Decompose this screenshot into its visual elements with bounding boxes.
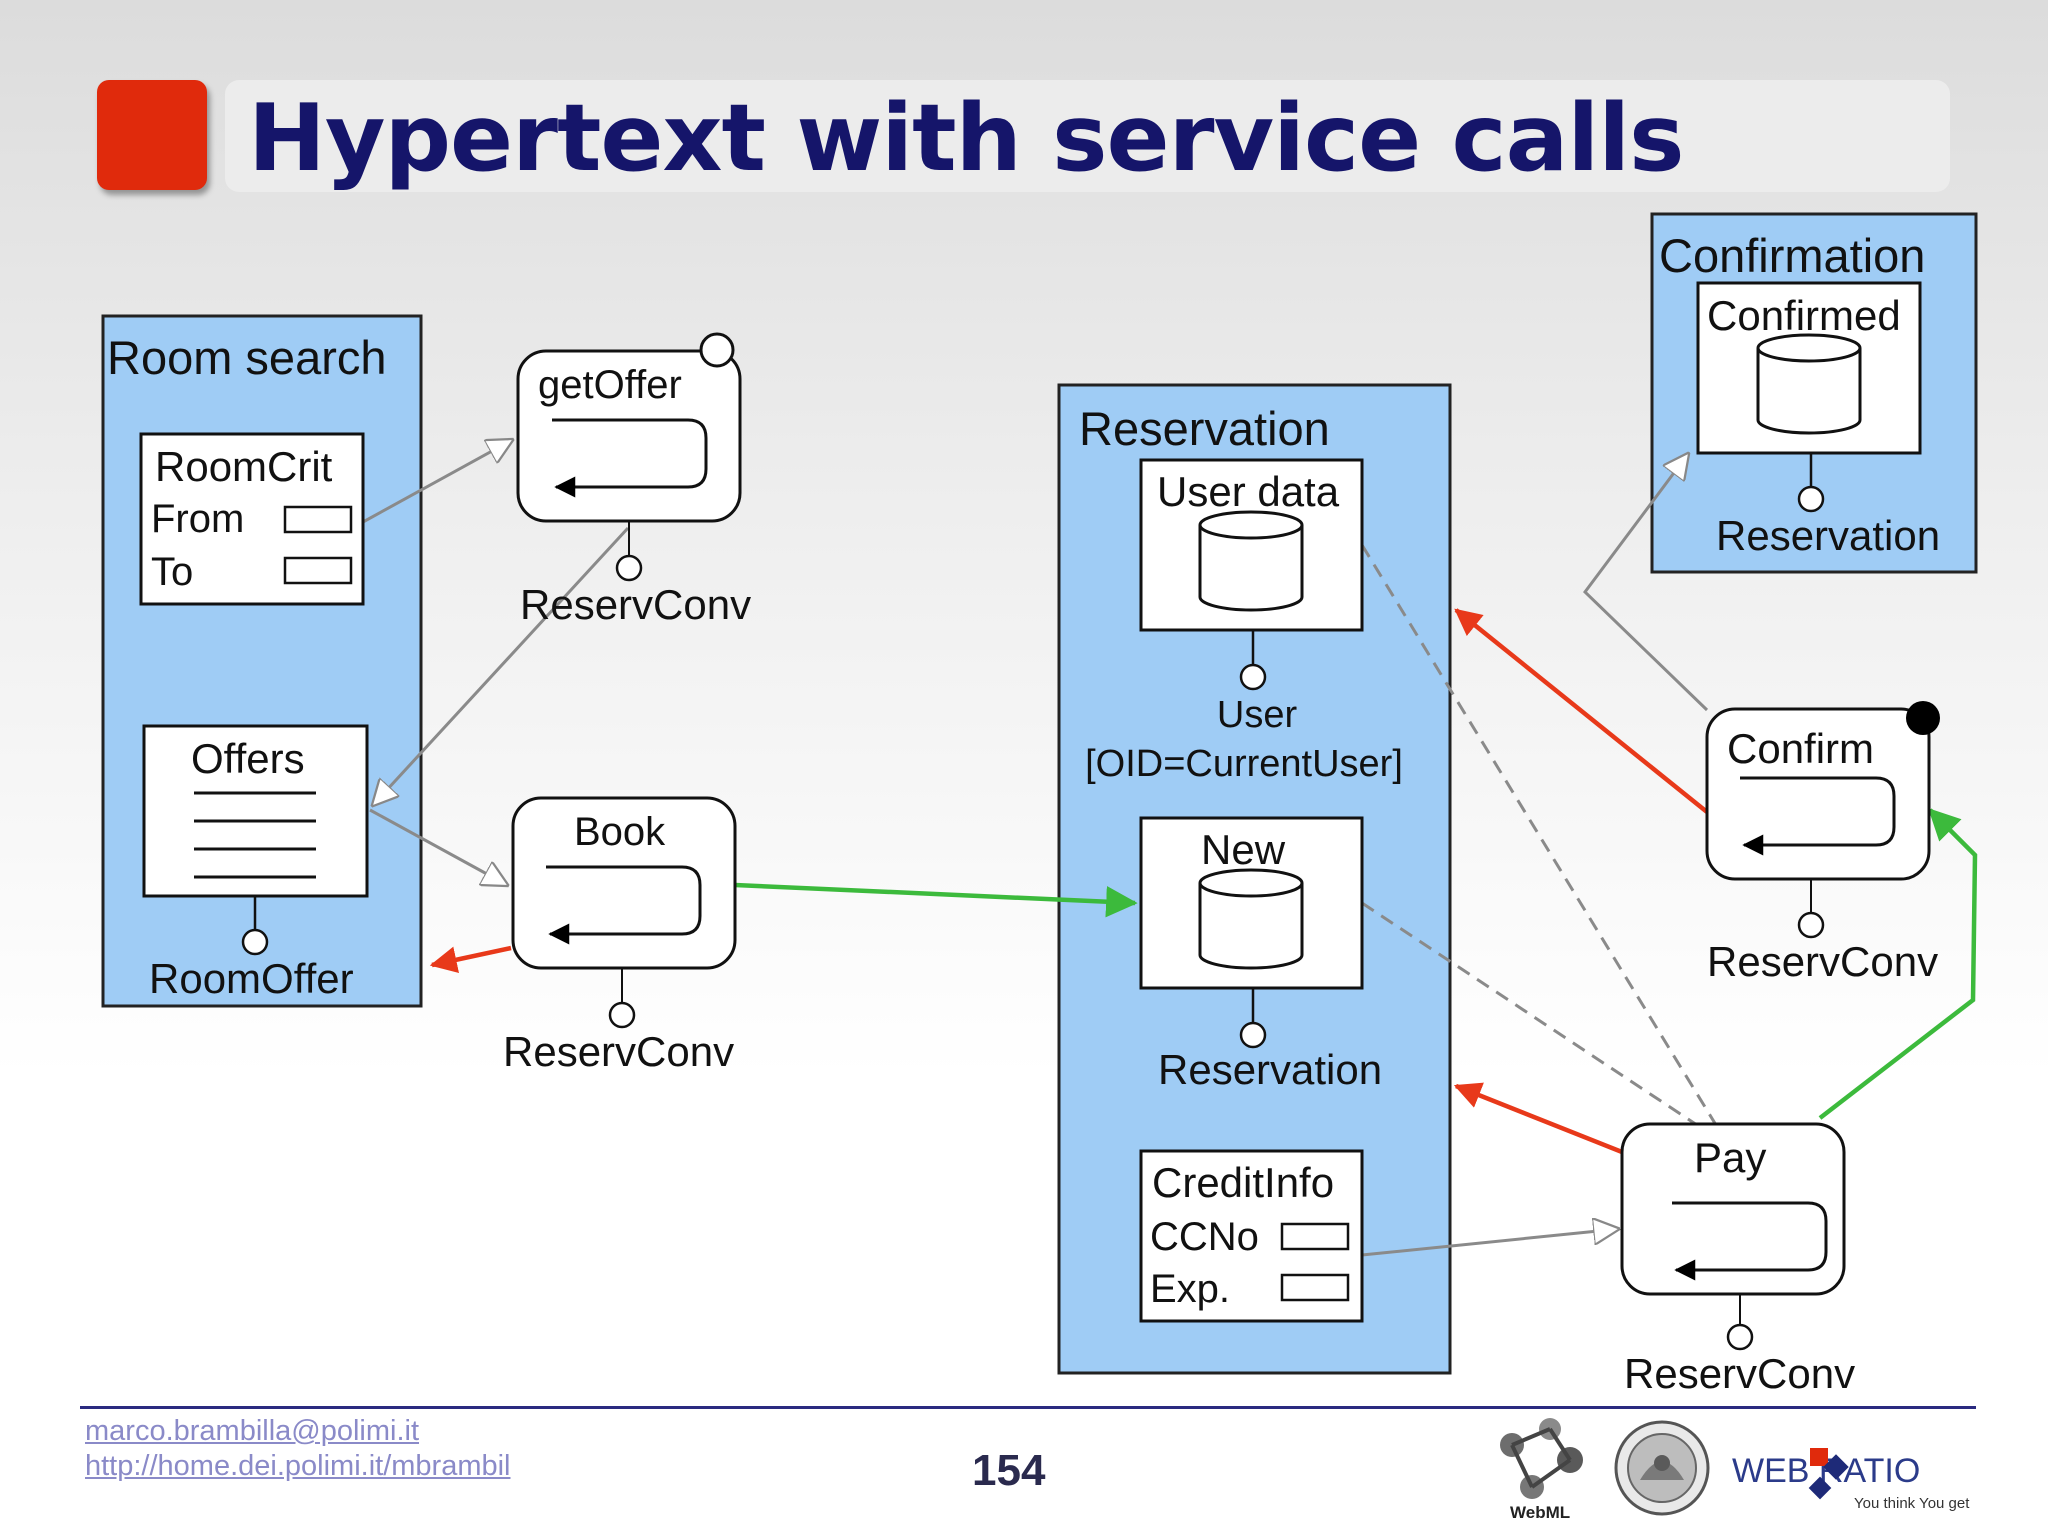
operation-pay: Pay ReservConv bbox=[1620, 1122, 1855, 1397]
link-roomcrit-getoffer bbox=[362, 440, 512, 524]
webratio-logo-icon: WEB RATIO You think You get bbox=[1732, 1448, 1970, 1512]
link-creditinfo-pay bbox=[1361, 1229, 1618, 1257]
confirm-title: Confirm bbox=[1727, 725, 1874, 772]
data-cylinder-icon bbox=[1198, 510, 1304, 612]
unit-user-data: User data User [OID=CurrentUser] bbox=[1085, 458, 1403, 785]
entity-port-icon bbox=[1239, 663, 1267, 691]
entity-port-icon bbox=[615, 554, 643, 582]
entity-port-icon bbox=[608, 1001, 636, 1029]
ccno-field-box bbox=[1280, 1222, 1350, 1251]
entity-port-icon bbox=[1726, 1323, 1754, 1351]
page-reservation-label: Reservation bbox=[1079, 402, 1330, 455]
webratio-tagline: You think You get bbox=[1854, 1495, 1970, 1512]
creditinfo-field-exp: Exp. bbox=[1150, 1267, 1230, 1311]
pay-title: Pay bbox=[1694, 1134, 1766, 1181]
ko-link-book-roomsearch bbox=[429, 945, 512, 973]
exp-field-box bbox=[1280, 1273, 1350, 1302]
pay-entity: ReservConv bbox=[1624, 1350, 1855, 1397]
getoffer-title: getOffer bbox=[538, 363, 682, 407]
creditinfo-title: CreditInfo bbox=[1152, 1159, 1334, 1206]
creditinfo-field-ccno: CCNo bbox=[1150, 1215, 1259, 1259]
user-data-selector: [OID=CurrentUser] bbox=[1085, 743, 1403, 785]
slide-title: Hypertext with service calls bbox=[248, 84, 1685, 192]
webml-logo-icon: WebML bbox=[1500, 1418, 1583, 1522]
polimi-seal-logo bbox=[1612, 1418, 1712, 1518]
service-call-port-icon bbox=[699, 332, 735, 368]
page-confirmation-label: Confirmation bbox=[1659, 229, 1925, 282]
data-cylinder-icon bbox=[1756, 333, 1862, 435]
link-getoffer-offers bbox=[373, 526, 630, 805]
unit-offers: Offers RoomOffer bbox=[142, 724, 369, 1002]
unit-roomcrit: RoomCrit From To bbox=[139, 432, 365, 606]
to-field-box bbox=[283, 556, 353, 585]
unit-confirmed: Confirmed Reservation bbox=[1696, 281, 1940, 559]
page-room-search bbox=[101, 314, 423, 1008]
page-number: 154 bbox=[972, 1446, 1046, 1495]
data-cylinder-icon bbox=[1198, 868, 1304, 970]
footer-email-link[interactable]: marco.brambilla@polimi.it bbox=[85, 1415, 420, 1447]
offers-title: Offers bbox=[191, 735, 305, 782]
entity-port-icon bbox=[241, 928, 269, 956]
link-confirm-confirmed bbox=[1583, 454, 1709, 712]
operation-arrow-icon bbox=[1740, 776, 1896, 856]
link-offers-book bbox=[369, 808, 507, 885]
new-title: New bbox=[1201, 826, 1286, 873]
index-lines-icon bbox=[194, 791, 316, 879]
ok-link-book-new bbox=[734, 882, 1138, 918]
offers-entity: RoomOffer bbox=[149, 955, 354, 1002]
ko-link-pay-reservation bbox=[1453, 1082, 1623, 1155]
user-data-title: User data bbox=[1157, 468, 1340, 515]
footer-divider bbox=[80, 1406, 1976, 1409]
transport-link-new-pay bbox=[1361, 901, 1698, 1127]
footer-url-link[interactable]: http://home.dei.polimi.it/mbrambil bbox=[85, 1450, 511, 1482]
user-data-entity: User bbox=[1217, 694, 1298, 736]
operation-arrow-icon bbox=[1672, 1201, 1828, 1281]
unit-creditinfo: CreditInfo CCNo Exp. bbox=[1139, 1149, 1364, 1323]
operation-arrow-icon bbox=[546, 865, 702, 945]
ko-link-confirm-reservation bbox=[1454, 608, 1709, 814]
entity-port-icon bbox=[1797, 911, 1825, 939]
confirmed-title: Confirmed bbox=[1707, 292, 1901, 339]
getoffer-entity: ReservConv bbox=[520, 581, 751, 628]
title-bar bbox=[225, 80, 1950, 192]
roomcrit-field-to: To bbox=[151, 550, 193, 594]
webml-logo-text: WebML bbox=[1510, 1503, 1570, 1522]
page-room-search-label: Room search bbox=[107, 331, 387, 384]
service-call-filled-port-icon bbox=[1906, 701, 1940, 735]
roomcrit-field-from: From bbox=[151, 497, 244, 541]
confirm-entity: ReservConv bbox=[1707, 938, 1938, 985]
unit-new: New Reservation bbox=[1139, 816, 1382, 1093]
confirmed-entity: Reservation bbox=[1716, 512, 1940, 559]
webml-logo: WebML bbox=[1490, 1415, 1590, 1525]
book-entity: ReservConv bbox=[503, 1028, 734, 1075]
operation-book: Book ReservConv bbox=[503, 796, 737, 1075]
roomcrit-title: RoomCrit bbox=[155, 443, 333, 490]
operation-getoffer: getOffer ReservConv bbox=[516, 332, 751, 628]
ok-link-pay-confirm bbox=[1818, 808, 1978, 1120]
new-entity: Reservation bbox=[1158, 1046, 1382, 1093]
book-title: Book bbox=[574, 810, 666, 854]
webratio-logo: WEB RATIO You think You get bbox=[1730, 1440, 1980, 1520]
entity-port-icon bbox=[1797, 485, 1825, 513]
operation-confirm: Confirm ReservConv bbox=[1705, 701, 1940, 985]
from-field-box bbox=[283, 505, 353, 534]
title-accent-square bbox=[97, 80, 207, 190]
operation-arrow-icon bbox=[552, 418, 708, 498]
polimi-seal-icon bbox=[1614, 1420, 1710, 1516]
entity-port-icon bbox=[1239, 1021, 1267, 1049]
